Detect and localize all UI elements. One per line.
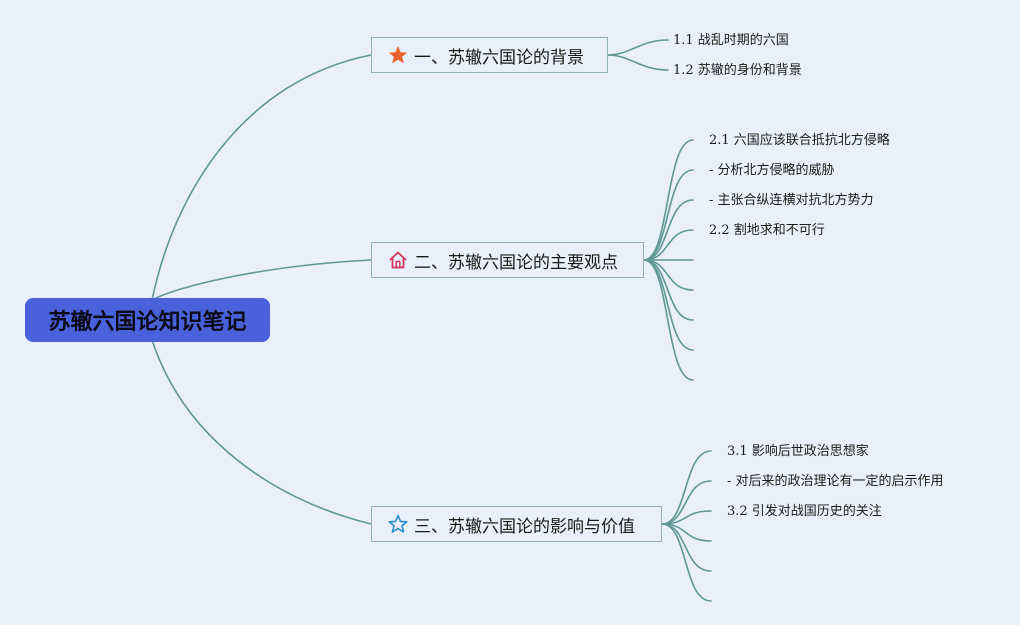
branch-topic-background[interactable]: 一、苏辙六国论的背景 (371, 37, 608, 73)
branch-label: 三、苏辙六国论的影响与价值 (414, 516, 635, 537)
connector-root-branch-3 (151, 339, 372, 525)
leaf-topic[interactable]: - 对后来的政治理论有一定的启示作用 (727, 474, 944, 489)
branch-label: 二、苏辙六国论的主要观点 (414, 252, 618, 273)
connector-b2-leaf-3 (643, 199, 694, 261)
connector-b2-leaf-8 (643, 259, 694, 351)
connector-b2-leaf-2 (643, 169, 694, 261)
star-outline-icon (388, 514, 408, 534)
house-icon (388, 250, 408, 270)
star-filled-icon (388, 45, 408, 65)
connector-root-branch-1 (151, 54, 372, 301)
leaf-topic[interactable]: - 分析北方侵略的威胁 (709, 163, 835, 178)
leaf-topic[interactable]: - 主张合纵连横对抗北方势力 (709, 193, 874, 208)
connector-b3-leaf-1 (661, 450, 712, 525)
branch-label: 一、苏辙六国论的背景 (414, 47, 584, 68)
leaf-topic[interactable]: 1.2 苏辙的身份和背景 (673, 63, 802, 78)
leaf-topic[interactable]: 2.2 割地求和不可行 (709, 223, 825, 238)
root-topic[interactable]: 苏辙六国论知识笔记 (25, 298, 270, 342)
connector-root-branch-2 (151, 259, 372, 301)
root-topic-label: 苏辙六国论知识笔记 (48, 310, 247, 335)
connector-b1-leaf-1 (607, 39, 669, 56)
branch-topic-influence[interactable]: 三、苏辙六国论的影响与价值 (371, 506, 662, 542)
connector-b1-leaf-2 (607, 54, 669, 71)
branch-topic-main-views[interactable]: 二、苏辙六国论的主要观点 (371, 242, 644, 278)
connector-b2-leaf-4 (643, 229, 694, 261)
leaf-topic[interactable]: 3.1 影响后世政治思想家 (727, 444, 869, 459)
leaf-topic[interactable]: 3.2 引发对战国历史的关注 (727, 504, 882, 519)
connector-b2-leaf-9 (643, 259, 694, 381)
connector-b3-leaf-2 (661, 480, 712, 525)
connector-b2-leaf-1 (643, 139, 694, 261)
leaf-topic[interactable]: 1.1 战乱时期的六国 (673, 33, 789, 48)
connector-b3-leaf-6 (661, 523, 712, 602)
leaf-topic[interactable]: 2.1 六国应该联合抵抗北方侵略 (709, 133, 890, 148)
